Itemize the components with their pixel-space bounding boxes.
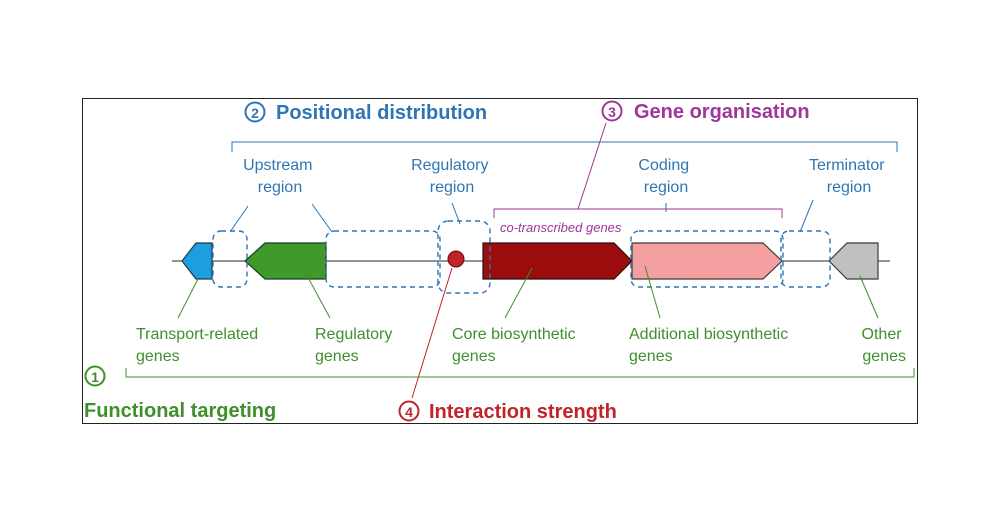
number-4: 4	[405, 404, 413, 420]
additional-pointer	[644, 265, 661, 319]
number-circle-2	[244, 101, 266, 123]
core-biosynthetic-gene	[482, 242, 633, 280]
diagram-frame	[82, 98, 918, 424]
terminator-region-box	[780, 230, 831, 288]
regulatory-gene-line2: genes	[315, 348, 359, 365]
upstream-region-box-2	[325, 230, 441, 288]
additional-biosynthetic-gene	[631, 242, 783, 280]
core-gene-label: Core biosynthetic genes	[452, 326, 580, 365]
other-gene	[828, 242, 879, 280]
transport-gene-line1: Transport-related	[136, 326, 258, 343]
transport-gene-line2: genes	[136, 348, 180, 365]
core-gene-line1: Core biosynthetic	[452, 326, 576, 343]
coding-region-line1: Coding	[638, 157, 689, 174]
number-1: 1	[91, 369, 99, 385]
cotranscribed-label: co-transcribed genes	[500, 220, 622, 235]
other-gene-label: Other genes	[862, 326, 906, 365]
upstream-region-box-1	[212, 230, 248, 288]
cotranscribed-bracket	[493, 208, 783, 218]
interaction-strength-heading: 4 Interaction strength	[398, 400, 617, 423]
coding-region-line2: region	[644, 179, 688, 196]
transport-related-gene	[181, 242, 213, 280]
number-2: 2	[251, 105, 259, 121]
number-3: 3	[608, 104, 616, 120]
regulatory-gene-pointer	[304, 271, 331, 319]
functional-targeting-heading: 1 Functional targeting	[84, 365, 276, 422]
other-pointer	[859, 275, 879, 319]
gene-organisation-pointer	[577, 122, 607, 210]
upstream-region-label: Upstream region	[243, 157, 317, 196]
additional-gene-label: Additional biosynthetic genes	[629, 326, 793, 365]
regulatory-gene-label: Regulatory genes	[315, 326, 397, 365]
number-circle-4	[398, 400, 420, 422]
regulatory-region-box	[437, 220, 491, 294]
regulatory-region-label: Regulatory region	[411, 157, 493, 196]
positional-bracket	[231, 141, 898, 152]
regulatory-gene	[244, 242, 327, 280]
terminator-region-line2: region	[827, 179, 871, 196]
regulatory-gene-line1: Regulatory	[315, 326, 392, 343]
positional-distribution-label: Positional distribution	[276, 102, 487, 124]
core-pointer	[504, 267, 533, 319]
gene-organisation-label: Gene organisation	[634, 101, 810, 123]
functional-bracket	[125, 368, 915, 378]
regulatory-region-line1: Regulatory	[411, 157, 488, 174]
other-gene-line1: Other	[862, 326, 903, 343]
terminator-region-pointer	[799, 199, 814, 233]
coding-region-label: Coding region	[638, 157, 693, 196]
core-gene-line2: genes	[452, 348, 496, 365]
interaction-strength-label: Interaction strength	[429, 401, 617, 423]
upstream-pointer-left	[229, 205, 249, 233]
interaction-pointer	[411, 267, 453, 399]
additional-gene-line1: Additional biosynthetic	[629, 326, 788, 343]
upstream-region-line2: region	[258, 179, 302, 196]
upstream-region-line1: Upstream	[243, 157, 312, 174]
other-gene-line2: genes	[862, 348, 906, 365]
additional-gene-line2: genes	[629, 348, 673, 365]
terminator-region-line1: Terminator	[809, 157, 885, 174]
transport-gene-label: Transport-related genes	[136, 326, 263, 365]
upstream-pointer-right	[311, 203, 333, 233]
terminator-region-label: Terminator region	[809, 157, 889, 196]
coding-region-box	[630, 230, 784, 288]
number-circle-1	[84, 365, 106, 387]
transport-pointer	[177, 278, 199, 319]
gene-organisation-heading: 3 Gene organisation	[601, 100, 810, 123]
binding-site	[447, 250, 465, 268]
number-circle-3	[601, 100, 623, 122]
regulatory-region-line2: region	[430, 179, 474, 196]
positional-distribution-heading: 2 Positional distribution	[244, 101, 487, 124]
functional-targeting-label: Functional targeting	[84, 400, 276, 422]
